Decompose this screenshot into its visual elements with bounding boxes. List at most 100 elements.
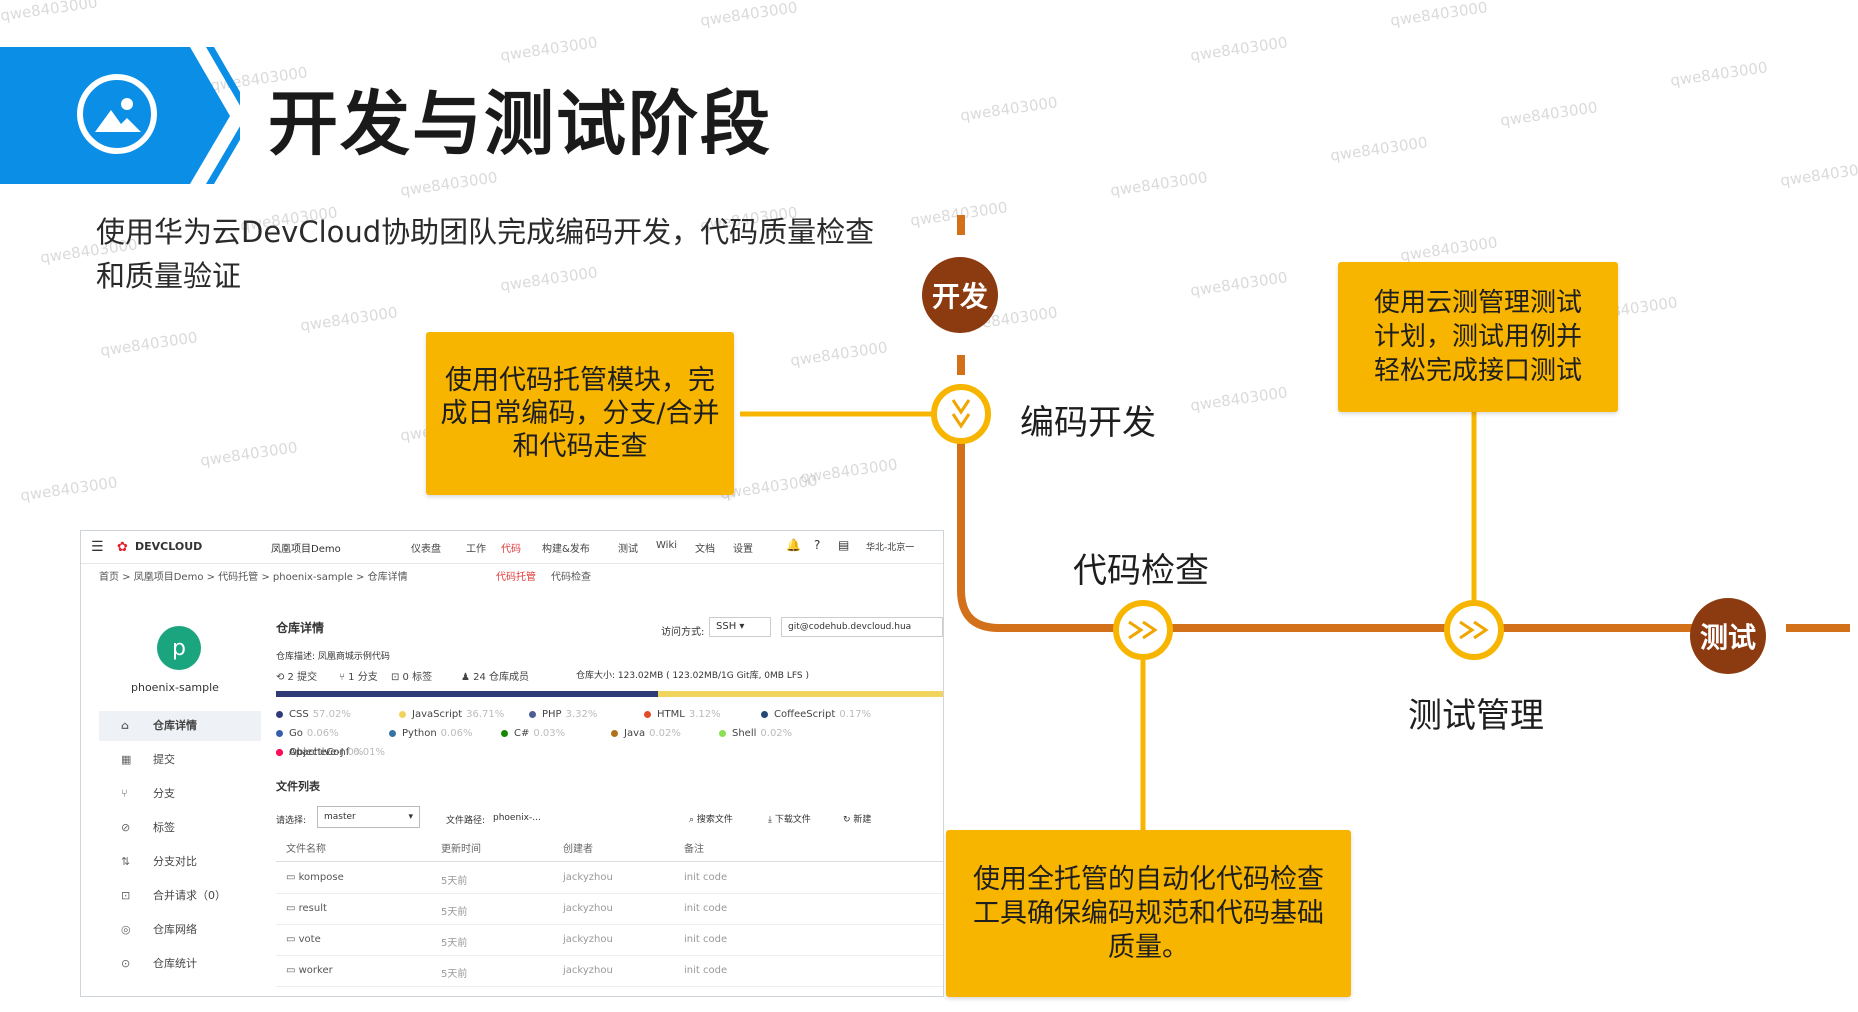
language-pct: 0.06% <box>306 728 339 739</box>
devcloud-topbar: ☰ ✿ DEVCLOUD 凤凰项目Demo 仪表盘 工作 代码 构建&发布 测试 Wiki… <box>81 531 943 564</box>
test-mgmt-callout: 使用云测管理测试计划，测试用例并轻松完成接口测试 <box>1338 262 1618 412</box>
file-author: jackyzhou <box>563 903 613 914</box>
language-pct: 0% <box>347 747 364 758</box>
repo-name: phoenix-sample <box>131 681 219 694</box>
code-check-label: 代码检查 <box>1073 551 1209 591</box>
file-name: ▭ vote <box>286 934 321 945</box>
file-note: init code <box>684 872 728 883</box>
language-dot <box>276 729 283 737</box>
language-pct: 3.12% <box>688 709 721 720</box>
table-header: 文件名称 更新时间 创建者 备注 <box>276 831 943 862</box>
repo-stat: ♟ 24 仓库成员 <box>461 672 530 683</box>
section-title: 仓库详情 <box>276 621 325 635</box>
language-name: Objective-J <box>289 747 344 758</box>
search-files-button[interactable]: ⌕ 搜索文件 <box>689 812 733 825</box>
sidebar-item[interactable]: ⌂仓库详情 <box>121 717 197 733</box>
language-pct: 0.17% <box>839 709 872 720</box>
sidebar-item[interactable]: ⊡合并请求（0） <box>121 887 226 903</box>
phase-dev-circle: 开发 <box>922 257 998 333</box>
nav-item[interactable]: 构建&发布 <box>542 544 590 555</box>
language-name: HTML <box>657 709 685 720</box>
file-time: 5天前 <box>441 907 468 918</box>
region-selector[interactable]: 华北-北京一 <box>866 543 915 553</box>
nav-item[interactable]: 设置 <box>733 544 753 555</box>
test-mgmt-label: 测试管理 <box>1408 696 1544 736</box>
language-dot <box>501 729 508 737</box>
access-value: SSH <box>716 621 737 632</box>
language-name: C# <box>514 728 530 739</box>
brand-name: DEVCLOUD <box>135 540 203 553</box>
access-select[interactable]: SSH ▾ <box>709 617 771 637</box>
sidebar-item-icon: ⑂ <box>121 787 128 800</box>
subtab-code-hosting[interactable]: 代码托管 <box>496 572 536 583</box>
sidebar-item[interactable]: ⇅分支对比 <box>121 853 197 869</box>
language-pct: 0.02% <box>649 728 681 739</box>
sidebar-item-label: 分支 <box>153 787 175 800</box>
sidebar-item-icon: ⊙ <box>121 957 131 970</box>
nav-item[interactable]: 仪表盘 <box>411 544 441 555</box>
download-icon: ⤓ <box>768 815 772 825</box>
nav-item[interactable]: 工作 <box>466 544 486 555</box>
sidebar-item-label: 合并请求（0） <box>153 889 226 902</box>
sidebar-item[interactable]: ▦提交 <box>121 751 175 767</box>
new-button[interactable]: ↻ 新建 <box>843 812 871 825</box>
coding-node-icon <box>931 384 991 444</box>
language-dot <box>276 710 283 718</box>
sidebar-item-label: 标签 <box>153 821 175 834</box>
search-icon: ⌕ <box>689 815 695 825</box>
language-dot <box>719 729 726 737</box>
help-icon[interactable]: ? <box>814 538 821 552</box>
bell-icon[interactable]: 🔔 <box>786 538 801 552</box>
phase-test-circle: 测试 <box>1690 598 1766 674</box>
nav-item[interactable]: 文档 <box>695 544 715 555</box>
sidebar-item[interactable]: ⑂ 分支 <box>121 785 175 801</box>
language-pct: 3.32% <box>565 709 598 720</box>
col-filename: 文件名称 <box>286 844 326 855</box>
branch-select[interactable]: master▾ <box>317 806 420 828</box>
project-selector[interactable]: 凤凰项目Demo <box>271 544 341 555</box>
test-mgmt-text: 使用云测管理测试计划，测试用例并轻松完成接口测试 <box>1373 288 1582 386</box>
clone-url-field[interactable]: git@codehub.devcloud.hua <box>781 617 943 637</box>
doc-icon[interactable]: ▤ <box>838 538 850 552</box>
subtab-code-check[interactable]: 代码检查 <box>551 572 591 583</box>
nav-item[interactable]: Wiki <box>656 540 678 551</box>
language-dot <box>529 710 536 718</box>
download-button[interactable]: ⤓ 下载文件 <box>768 812 811 825</box>
nav-item[interactable]: 代码 <box>501 544 521 555</box>
sidebar-active-bg <box>99 711 261 741</box>
nav-item[interactable]: 测试 <box>618 544 638 555</box>
new-label: 新建 <box>853 815 872 825</box>
file-note: init code <box>684 934 728 945</box>
sidebar-item-label: 提交 <box>153 753 175 766</box>
col-author: 创建者 <box>563 844 593 855</box>
download-label: 下载文件 <box>774 815 811 825</box>
repo-size: 仓库大小: 123.02MB ( 123.02MB/1G Git库, 0MB L… <box>576 671 809 681</box>
language-name: Go <box>289 728 303 739</box>
language-bar <box>276 691 943 697</box>
test-mgmt-node-icon <box>1444 600 1504 660</box>
sidebar-item[interactable]: ⊘标签 <box>121 819 175 835</box>
sidebar-item[interactable]: ◎仓库网络 <box>121 921 197 937</box>
language-dot <box>389 729 396 737</box>
sidebar-item-label: 仓库网络 <box>153 923 197 936</box>
file-time: 5天前 <box>441 938 468 949</box>
path-label: 文件路径: <box>446 816 486 826</box>
huawei-logo-icon: ✿ <box>117 540 128 555</box>
sidebar-item-icon: ⇅ <box>121 855 131 868</box>
file-name: ▭ kompose <box>286 872 344 883</box>
sidebar-item[interactable]: ⊙仓库统计 <box>121 955 197 971</box>
language-pct: 0.06% <box>440 728 473 739</box>
file-name: ▭ worker <box>286 965 333 976</box>
file-time: 5天前 <box>441 969 468 980</box>
code-check-text: 使用全托管的自动化代码检查工具确保编码规范和代码基础质量。 <box>973 863 1324 963</box>
menu-icon[interactable]: ☰ <box>91 539 104 555</box>
